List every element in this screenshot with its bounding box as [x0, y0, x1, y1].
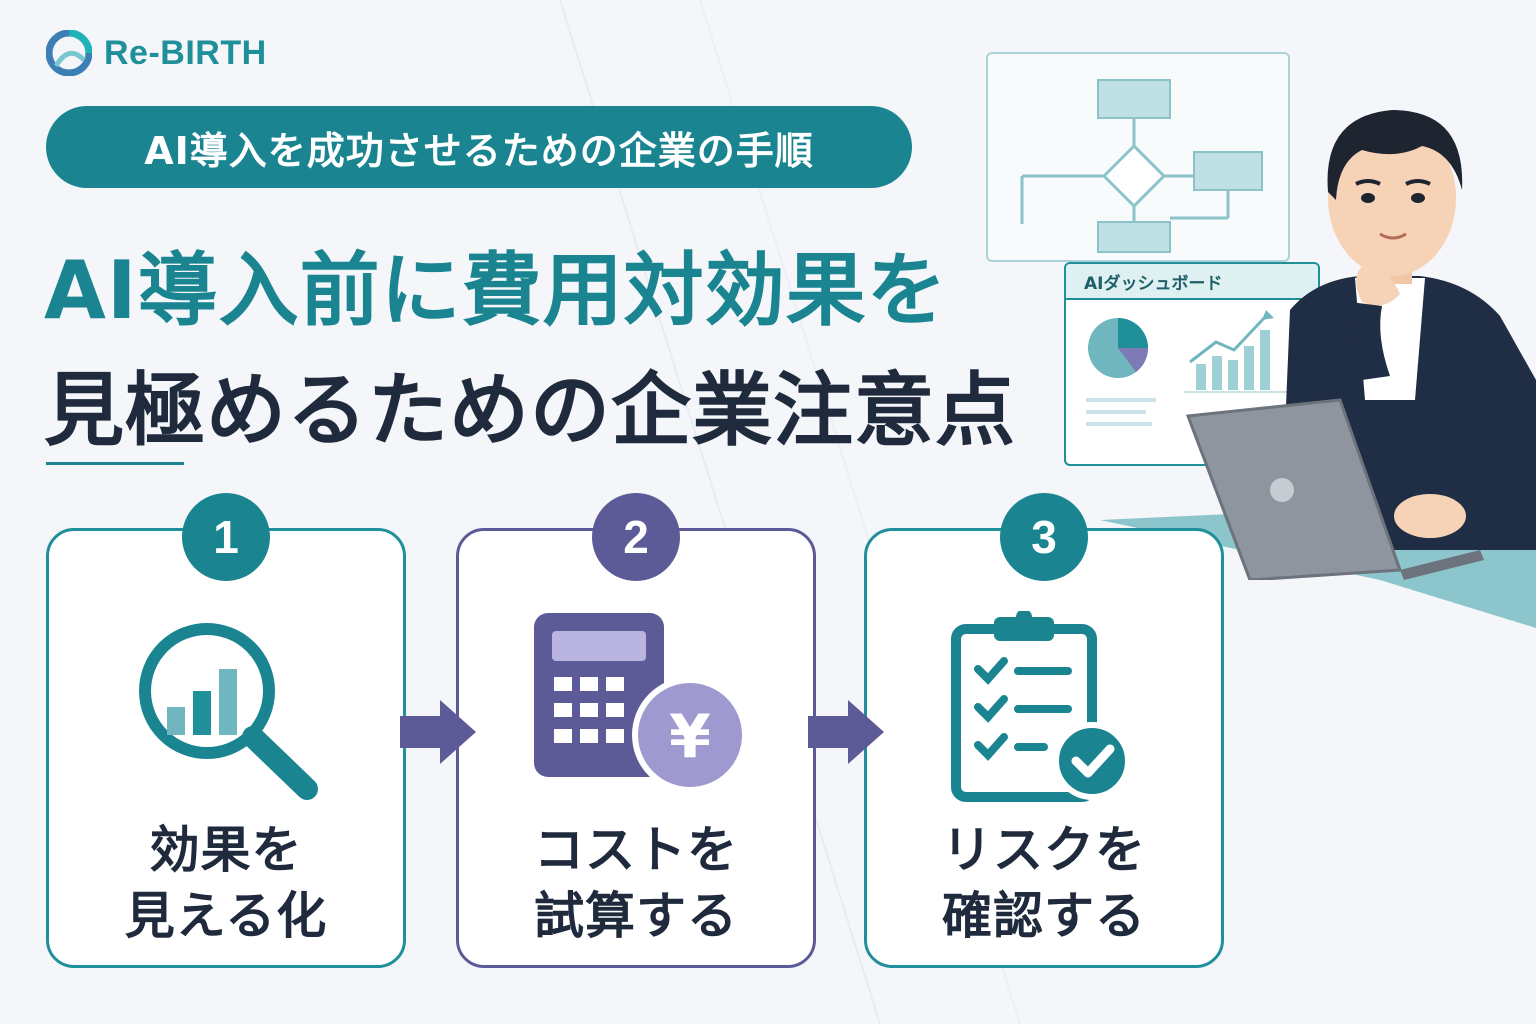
magnifier-chart-icon: [139, 623, 318, 800]
step-number-badge: 1: [182, 493, 270, 581]
ai-dashboard-panel: AIダッシュボード: [1064, 262, 1320, 466]
step-number-badge: 2: [592, 493, 680, 581]
subtitle-pill: AI導入を成功させるための企業の手順: [46, 106, 912, 188]
page-title-line-1: AI導入前に費用対効果を: [44, 244, 948, 337]
page-title-line-2: 見極めるための企業注意点: [44, 364, 1016, 457]
step-card-3: 3 リスクを 確認する: [864, 493, 1224, 968]
step-card-1: 1 効果を 見える化: [46, 493, 406, 968]
brand-name: Re-BIRTH: [104, 33, 267, 72]
dashboard-title: AIダッシュボード: [1066, 264, 1318, 300]
brand-logo: Re-BIRTH: [46, 30, 267, 76]
flowchart-panel: [986, 52, 1290, 262]
step-number-badge: 3: [1000, 493, 1088, 581]
businessman-illustration: [1185, 110, 1536, 580]
title-divider: [46, 462, 184, 465]
step-label-2: コストを 試算する: [534, 821, 738, 945]
step-label-3: リスクを 確認する: [942, 821, 1146, 945]
calculator-yen-icon: ¥: [534, 613, 748, 793]
svg-text:¥: ¥: [669, 702, 711, 772]
arrow-right-icon: [400, 700, 476, 764]
logo-mark-icon: [46, 30, 92, 76]
flowchart-icon: [1020, 79, 1263, 253]
arrow-right-icon: [808, 700, 884, 764]
dashboard-charts-icon: [1086, 310, 1296, 426]
step-card-2: 2 ¥ コストを 試算する: [456, 493, 816, 968]
step-label-1: 効果を 見える化: [124, 821, 328, 945]
clipboard-check-icon: [951, 611, 1131, 802]
